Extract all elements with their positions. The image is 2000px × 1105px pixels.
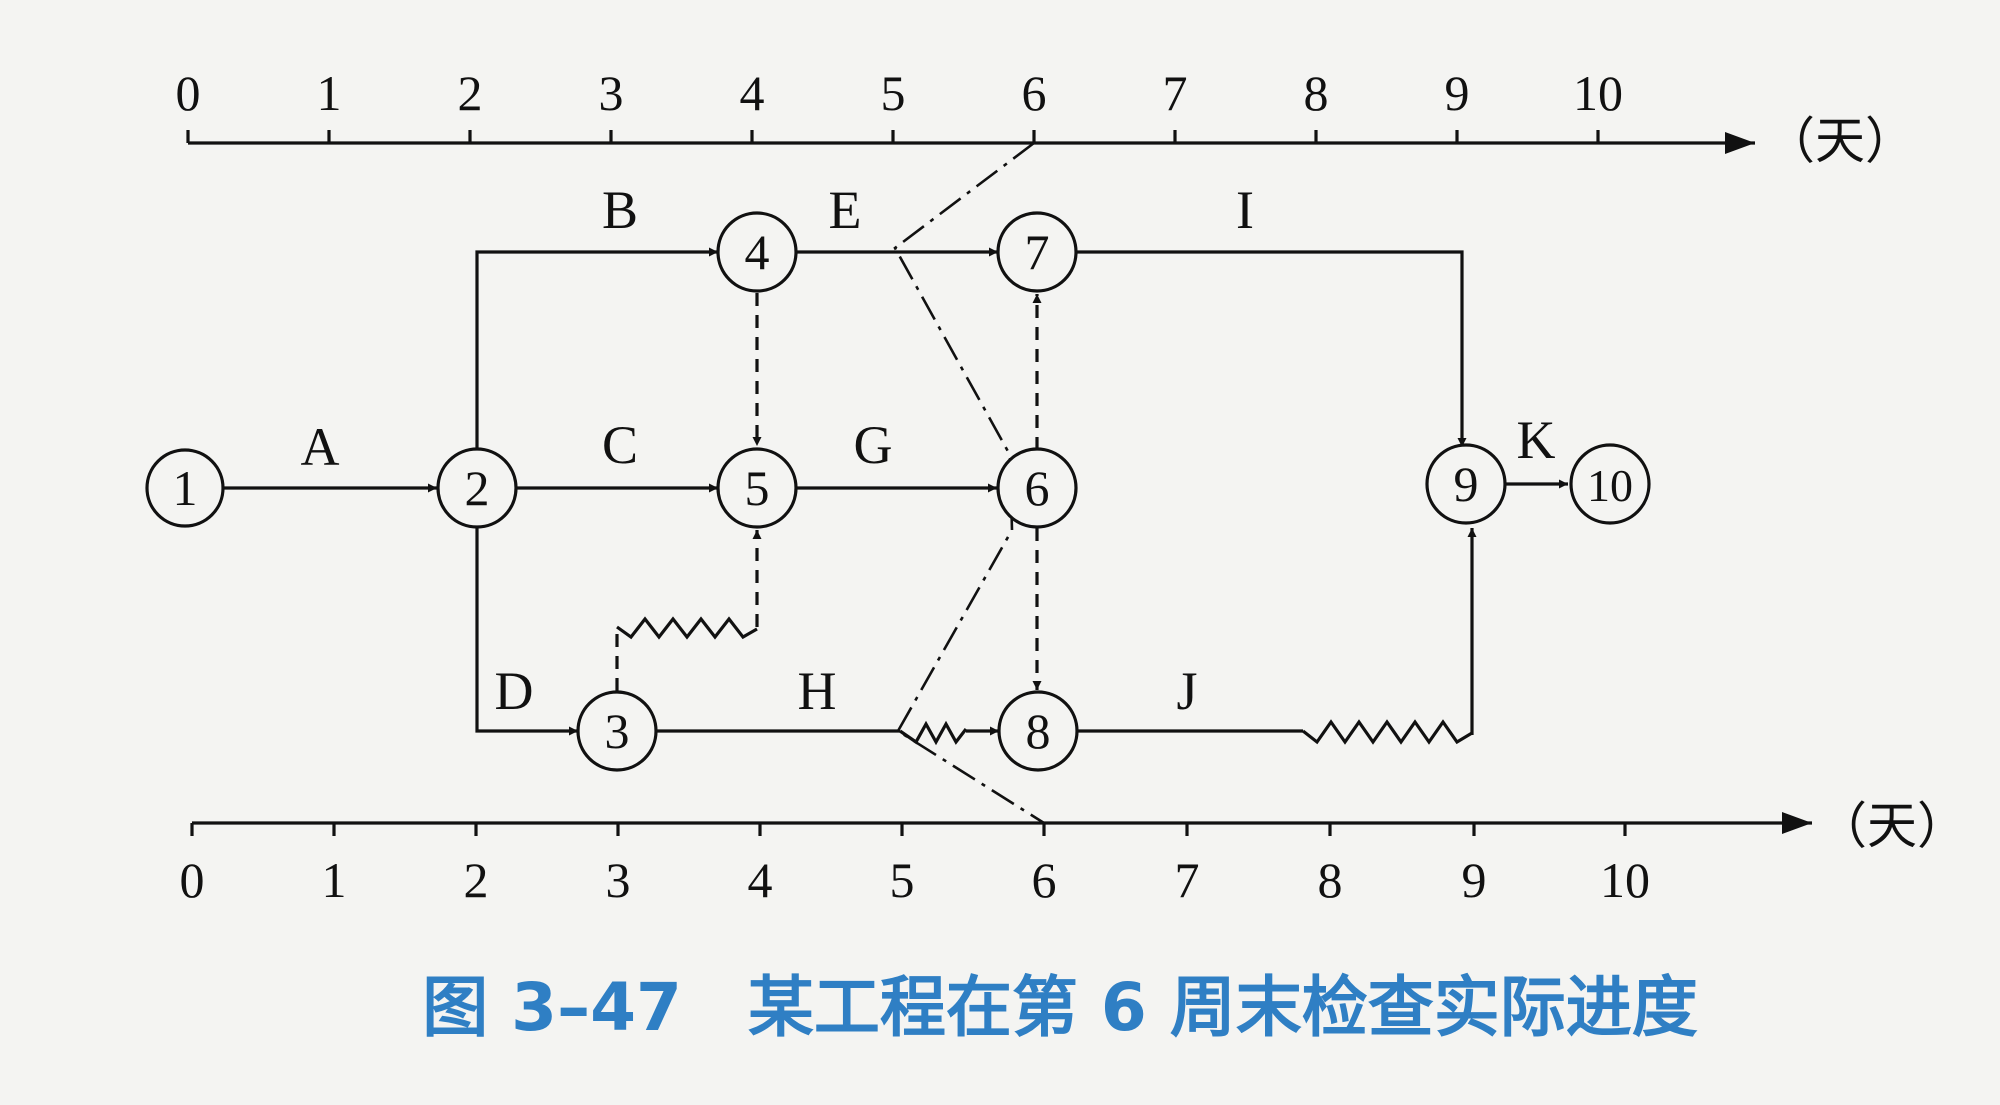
node-7: 7 [996, 211, 1078, 293]
activity-d-arrow [475, 528, 578, 736]
node-6: 6 [996, 447, 1078, 529]
dummy-3-5-free-float [616, 616, 758, 640]
node-2-label: 2 [465, 460, 490, 516]
node-2: 2 [436, 447, 518, 529]
dummy-activities [615, 293, 1042, 691]
top-tick-6: 6 [1022, 65, 1047, 121]
network-nodes: 1 2 3 4 5 6 7 8 [145, 211, 1651, 772]
top-tick-9: 9 [1445, 65, 1470, 121]
node-1: 1 [145, 448, 225, 528]
node-8: 8 [997, 690, 1079, 772]
top-tick-5: 5 [881, 65, 906, 121]
node-10-label: 10 [1587, 460, 1633, 511]
bottom-tick-0: 0 [180, 852, 205, 908]
activity-i-arrow [1077, 250, 1467, 447]
node-9-label: 9 [1454, 456, 1479, 512]
activity-label-d: D [495, 661, 534, 721]
bottom-tick-9: 9 [1462, 852, 1487, 908]
bottom-tick-5: 5 [890, 852, 915, 908]
top-tick-3: 3 [599, 65, 624, 121]
top-tick-4: 4 [740, 65, 765, 121]
bottom-axis-unit: （天） [1817, 797, 1967, 855]
top-tick-0: 0 [176, 65, 201, 121]
figure-caption: 图 3–47 某工程在第 6 周末检查实际进度 [422, 969, 1698, 1046]
activity-label-e: E [829, 180, 862, 240]
activity-label-a: A [301, 417, 340, 477]
top-tick-8: 8 [1304, 65, 1329, 121]
bottom-tick-3: 3 [606, 852, 631, 908]
node-3-label: 3 [605, 703, 630, 759]
node-5: 5 [716, 447, 798, 529]
node-6-label: 6 [1025, 460, 1050, 516]
bottom-tick-4: 4 [748, 852, 773, 908]
bottom-tick-10: 10 [1600, 852, 1650, 908]
activity-label-b: B [602, 180, 638, 240]
top-time-axis: 0 1 2 3 4 5 6 7 8 9 10 （天） [176, 65, 1916, 170]
activity-label-h: H [798, 661, 837, 721]
top-tick-2: 2 [458, 65, 483, 121]
bottom-tick-8: 8 [1318, 852, 1343, 908]
top-tick-7: 7 [1163, 65, 1188, 121]
node-10: 10 [1569, 443, 1651, 525]
activity-label-k: K [1517, 410, 1556, 470]
activity-labels: A B C D E G H I J K [301, 180, 1556, 721]
top-tick-1: 1 [317, 65, 342, 121]
node-5-label: 5 [745, 460, 770, 516]
node-3: 3 [576, 690, 658, 772]
node-9: 9 [1425, 443, 1507, 525]
bottom-tick-2: 2 [464, 852, 489, 908]
bottom-tick-7: 7 [1175, 852, 1200, 908]
node-4: 4 [716, 211, 798, 293]
activity-label-i: I [1236, 180, 1254, 240]
bottom-tick-6: 6 [1032, 852, 1057, 908]
activity-label-g: G [854, 415, 893, 475]
activity-h-free-float [899, 720, 968, 746]
node-1-label: 1 [173, 460, 198, 516]
activity-label-c: C [602, 415, 638, 475]
activity-label-j: J [1176, 661, 1197, 721]
top-axis-unit: （天） [1765, 112, 1915, 170]
node-8-label: 8 [1026, 703, 1051, 759]
node-7-label: 7 [1025, 224, 1050, 280]
node-4-label: 4 [745, 224, 770, 280]
activity-arrows [223, 247, 1568, 746]
bottom-tick-1: 1 [322, 852, 347, 908]
activity-j-free-float [1302, 719, 1473, 745]
activity-b-arrow [475, 247, 718, 448]
bottom-time-axis: 0 1 2 3 4 5 6 7 8 9 10 （天） [180, 797, 1968, 908]
top-tick-10: 10 [1573, 65, 1623, 121]
